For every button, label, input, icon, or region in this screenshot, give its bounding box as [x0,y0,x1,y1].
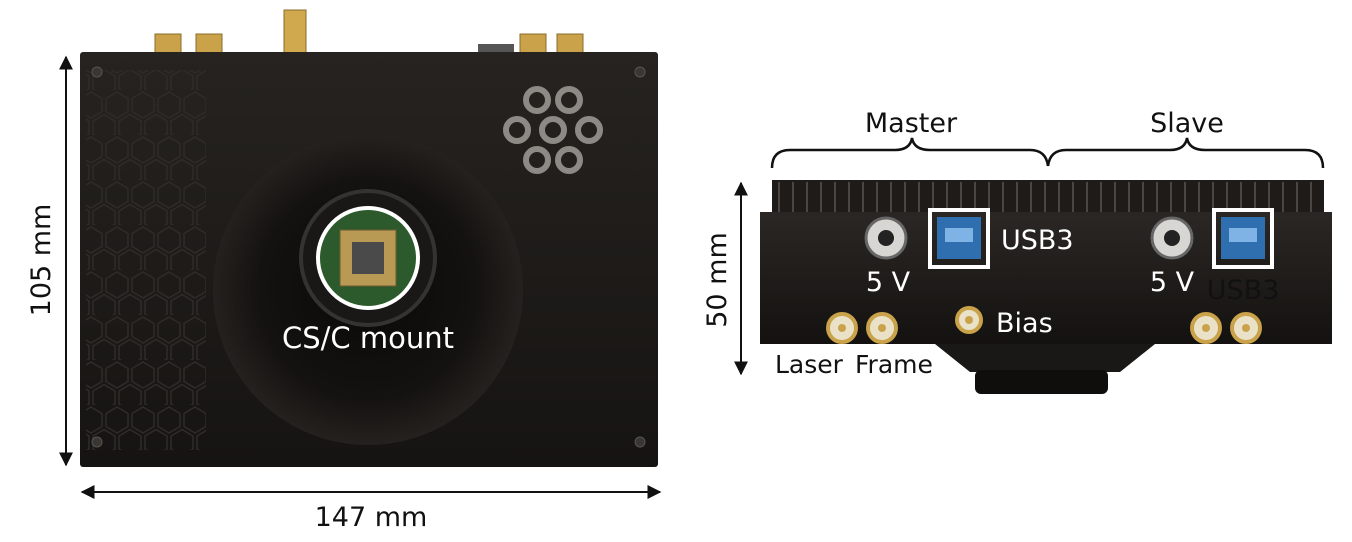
heatsink-fin-gap [1282,182,1284,212]
laser-label: Laser [775,350,844,379]
heatsink-fin-gap [1268,182,1270,212]
corner-screws [91,66,646,448]
front-height-label: 105 mm [26,204,57,317]
heatsink-fin-gap [1184,182,1186,212]
slave-usb3-port [1212,208,1274,269]
slave-power-label: 5 V [1150,267,1195,298]
heatsink-fin-gap [862,182,864,212]
heatsink-fin-gap [1226,182,1228,212]
front-view: CS/C mount 105 mm 147 mm [26,9,662,533]
heatsink-fin-gap [848,182,850,212]
heatsink-fin-gap [834,182,836,212]
lens-mount-base [935,344,1155,372]
heatsink-fin-gap [806,182,808,212]
heatsink-fin-gap [792,182,794,212]
heatsink-fin-gap [946,182,948,212]
top-sma-connectors [154,9,584,55]
mount-label: CS/C mount [282,321,454,355]
side-view: Master Slave USB3 5 V 5 V [702,108,1332,394]
heatsink-fin-gap [1156,182,1158,212]
heatsink-fin-gap [1058,182,1060,212]
hex-vent-pattern [86,70,206,450]
slave-brace [1046,137,1325,169]
heatsink-fin-gap [974,182,976,212]
heatsink-fin-gap [1240,182,1242,212]
master-power-label: 5 V [866,267,911,298]
heatsink-fin-gap [1044,182,1046,212]
heatsink-fin-gap [1198,182,1200,212]
master-usb-label: USB3 [1001,225,1074,256]
side-height-label: 50 mm [702,232,733,328]
heatsink-fin-gap [876,182,878,212]
dot-hexagon-logo-icon [503,86,603,174]
heatsink-fin-gap [1072,182,1074,212]
frame-label: Frame [855,350,933,379]
heatsink-fin-gap [918,182,920,212]
master-usb3-port [928,208,990,269]
heatsink-fin-gap [904,182,906,212]
bias-label: Bias [996,308,1053,339]
heatsink-fin-gap [1170,182,1172,212]
master-label: Master [865,108,958,139]
heatsink-fin-gap [932,182,934,212]
heatsink-fin-gap [1016,182,1018,212]
heatsink-fin-gap [820,182,822,212]
slave-usb-label: USB3 [1207,275,1280,306]
heatsink-fin-gap [1142,182,1144,212]
front-width-label: 147 mm [315,502,428,533]
heatsink-fin-gap [778,182,780,212]
slave-label: Slave [1150,108,1224,139]
lens-cap [975,370,1108,394]
heatsink-fin-gap [1128,182,1130,212]
heatsink-fin-gap [1296,182,1298,212]
heatsink-fin-gap [1086,182,1088,212]
heatsink-fin-gap [1030,182,1032,212]
heatsink-fin-gap [960,182,962,212]
heatsink-fin-gap [1100,182,1102,212]
heatsink-fin-gap [1114,182,1116,212]
heatsink-fin-gap [1002,182,1004,212]
heatsink-fin-gap [1254,182,1256,212]
master-brace [770,137,1050,169]
heatsink-fin-gap [988,182,990,212]
heatsink-fin-gap [1310,182,1312,212]
heatsink-fin-gap [1212,182,1214,212]
heatsink-fin-gap [890,182,892,212]
